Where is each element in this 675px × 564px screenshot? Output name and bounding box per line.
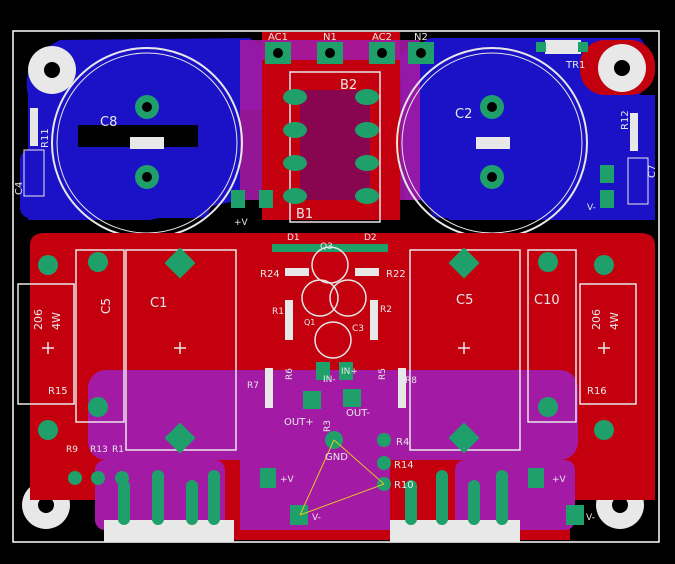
label-r3: R3: [323, 420, 333, 432]
bottom-pour-right-lower: [430, 150, 655, 218]
label-r24: R24: [260, 269, 280, 280]
label-r2: R2: [380, 305, 392, 315]
label-out-minus: OUT-: [346, 408, 370, 419]
label-r4: R4: [396, 437, 409, 448]
label-c8: C8: [100, 115, 117, 130]
label-r1-small: R1: [272, 307, 284, 317]
label-tr1: TR1: [565, 60, 585, 71]
label-r6: R6: [285, 368, 295, 380]
label-r8: R8: [405, 376, 417, 386]
label-d2: D2: [364, 233, 377, 243]
label-r5: R5: [378, 368, 388, 380]
label-c5-left: C5: [99, 298, 113, 314]
label-r16: R16: [587, 386, 607, 397]
label-gnd: GND: [325, 452, 348, 463]
board-outline: [12, 30, 660, 543]
cap-c5-left-outline: [75, 249, 125, 423]
big-film-cap-pads: [164, 247, 480, 454]
label-in-minus: IN-: [323, 375, 336, 385]
label-n2: N2: [414, 32, 428, 43]
bridge-outline: [289, 71, 381, 223]
cap-c2-body: [476, 137, 510, 149]
power-resistor-right: [579, 255, 637, 440]
label-c7: C7: [647, 165, 658, 178]
power-resistor-left: [17, 255, 75, 440]
overlap-bottom-right: [455, 460, 575, 530]
label-r7: R7: [247, 381, 259, 391]
label-vplus-left: +V: [280, 475, 295, 485]
label-vminus-right: V-: [586, 513, 595, 523]
bottom-pour-left-lower: [20, 150, 210, 218]
label-c2: C2: [455, 107, 472, 122]
film-cap-pads: [88, 252, 558, 417]
label-r14: R14: [394, 460, 414, 471]
cap-c8-body: [130, 137, 164, 149]
label-power-res-right-rating: 4W: [608, 312, 621, 330]
label-q1: Q1: [304, 318, 315, 327]
polarity-marks: [42, 342, 610, 354]
cap-c10-outline: [527, 249, 577, 423]
label-vplus-top: +V: [234, 218, 249, 228]
label-r1-bottom: R1: [112, 445, 124, 455]
channel-left: [78, 125, 198, 147]
label-c4: C4: [14, 182, 25, 195]
label-b1: B1: [296, 207, 313, 222]
label-d1: D1: [287, 233, 300, 243]
label-c10: C10: [534, 293, 560, 308]
top-connectors: [265, 42, 434, 64]
label-r12: R12: [620, 110, 631, 130]
label-r15: R15: [48, 386, 68, 397]
label-power-res-left-value: 206: [32, 309, 45, 330]
label-b2: B2: [340, 78, 357, 93]
label-r10: R10: [394, 480, 414, 491]
label-c1: C1: [150, 296, 167, 311]
output-transistors: [104, 470, 520, 542]
label-vplus-right: +V: [552, 475, 567, 485]
label-in-plus: IN+: [341, 367, 358, 377]
overlap-center: [240, 40, 420, 200]
label-ac1: AC1: [268, 32, 288, 43]
top-small-parts: [23, 40, 649, 208]
label-vminus-top: V-: [587, 203, 596, 213]
cap-c2-pads: [480, 95, 504, 189]
label-n1: N1: [323, 32, 337, 43]
label-r13: R13: [90, 445, 108, 455]
label-vminus-left: V-: [312, 513, 321, 523]
label-r9: R9: [66, 445, 78, 455]
label-power-res-left-rating: 4W: [50, 312, 63, 330]
label-r22: R22: [386, 269, 406, 280]
bridge-fill: [300, 90, 370, 200]
ratsnest-lines: [299, 439, 385, 516]
label-ac2: AC2: [372, 32, 392, 43]
label-c3: C3: [352, 324, 364, 334]
bridge-pads: [283, 89, 379, 204]
label-r11: R11: [40, 128, 51, 148]
cap-c8-pads: [135, 95, 159, 189]
label-out-plus: OUT+: [284, 417, 314, 428]
label-q3: Q3: [320, 242, 333, 252]
label-power-res-right-value: 206: [590, 309, 603, 330]
label-c5-right: C5: [456, 293, 473, 308]
